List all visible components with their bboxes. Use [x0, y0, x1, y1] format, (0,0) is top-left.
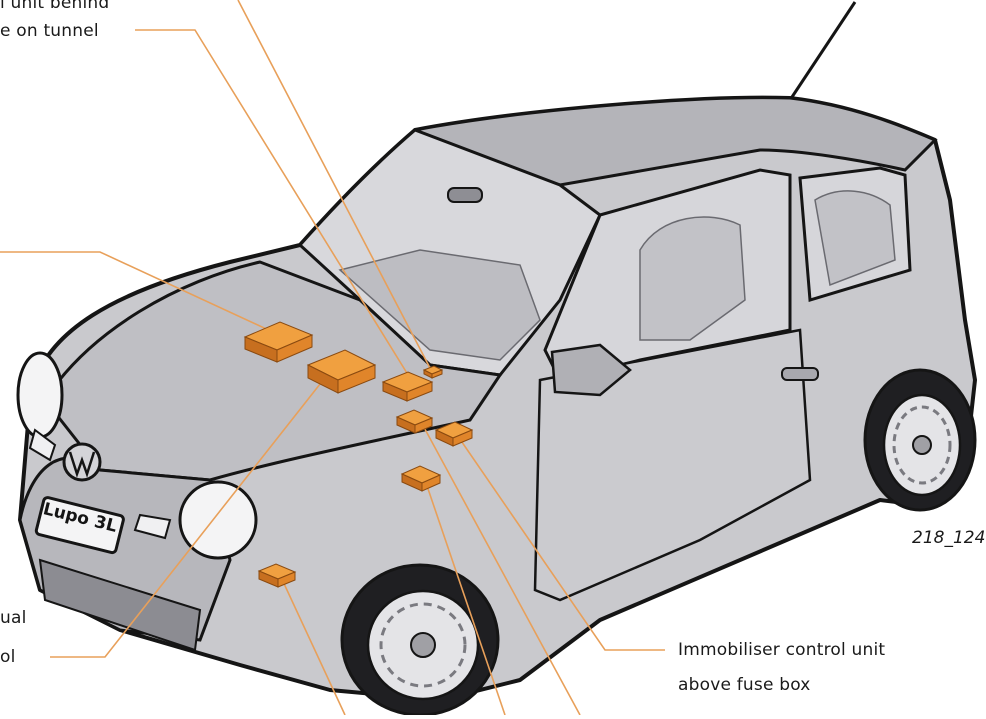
label-control-unit-behind-line2: e on tunnel [0, 16, 99, 46]
door-handle [782, 368, 818, 380]
label-immobiliser-line2: above fuse box [678, 670, 811, 700]
front-wheel [342, 565, 498, 715]
label-manual-line1: ual [0, 603, 27, 633]
antenna [790, 2, 855, 100]
rear-view-mirror [448, 188, 482, 202]
headlight-left [18, 353, 62, 437]
label-manual-line2: ol [0, 642, 16, 672]
figure-number: 218_124 [912, 528, 985, 548]
rear-wheel [865, 370, 975, 510]
label-immobiliser-line1: Immobiliser control unit [678, 635, 885, 665]
